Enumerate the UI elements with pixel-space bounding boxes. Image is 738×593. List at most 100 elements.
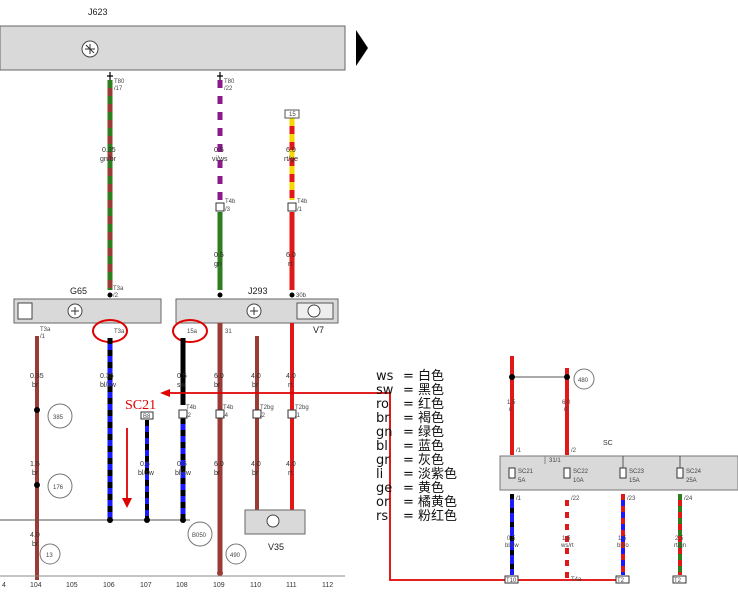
svg-text:0.35: 0.35: [100, 373, 114, 380]
svg-text:T4b: T4b: [225, 199, 236, 205]
svg-text:bl/sw: bl/sw: [175, 470, 192, 477]
svg-text:T4b: T4b: [297, 199, 308, 205]
svg-text:rt/gn: rt/gn: [674, 543, 686, 549]
svg-text:4.0: 4.0: [286, 461, 296, 468]
svg-text:109: 109: [213, 582, 225, 589]
svg-text:rt: rt: [509, 407, 513, 413]
svg-text:B8: B8: [143, 414, 151, 420]
svg-text:B050: B050: [192, 533, 207, 539]
svg-text:bl/sw: bl/sw: [505, 543, 519, 549]
box-b8: [140, 411, 154, 420]
connector-t4b-a: T4b /3: [215, 199, 236, 213]
ground-385: 385: [47, 403, 73, 429]
connector-t2bg-a: T2bg /2: [252, 405, 274, 419]
v35-module: V35: [244, 509, 306, 552]
svg-text:/2: /2: [186, 413, 192, 419]
j623-label: J623: [88, 7, 108, 17]
svg-text:橘黄色: 橘黄色: [418, 494, 457, 510]
svg-text:176: 176: [53, 485, 64, 491]
fuse-sc22: SC22 10A: [563, 467, 589, 484]
legend-item: ro: [376, 397, 389, 412]
svg-text:粉红色: 粉红色: [418, 508, 457, 524]
svg-text:/1: /1: [40, 334, 46, 340]
svg-text:sw: sw: [177, 382, 187, 389]
svg-text:110: 110: [250, 582, 261, 589]
ground-176: 176: [47, 473, 73, 499]
svg-text:T2: T2: [674, 578, 682, 584]
svg-text:gn: gn: [214, 261, 222, 268]
svg-text:=: =: [403, 467, 414, 482]
svg-text:淡紫色: 淡紫色: [418, 466, 457, 482]
svg-text:/2: /2: [571, 448, 577, 454]
svg-text:/17: /17: [114, 86, 123, 92]
svg-text:4.0: 4.0: [251, 373, 261, 380]
connector-t80-b: T80 /22: [217, 72, 235, 92]
j293-module: J293 V7 30b: [175, 286, 339, 335]
legend-item: gn: [376, 425, 393, 440]
legend-item: bl: [376, 439, 388, 454]
svg-text:4.0: 4.0: [251, 461, 261, 468]
svg-text:/22: /22: [224, 86, 233, 92]
connector-t4b-b: T4b /1: [287, 199, 308, 213]
color-legend: ws = 白色 sw = 黑色 ro = 红色 br = 褐色 gn = 绿色 …: [376, 368, 457, 524]
svg-text:/22: /22: [571, 496, 580, 502]
svg-text:br: br: [214, 382, 221, 389]
annotation-sc21: SC21: [125, 398, 156, 413]
svg-text:105: 105: [66, 582, 78, 589]
pin-t2-a: [615, 575, 630, 584]
svg-text:1.5: 1.5: [562, 536, 571, 542]
svg-text:br: br: [32, 541, 39, 548]
svg-text:V7: V7: [313, 325, 324, 335]
svg-text:rt: rt: [288, 261, 292, 268]
svg-text:T3a: T3a: [113, 286, 124, 292]
svg-text:111: 111: [286, 582, 297, 589]
svg-text:/1: /1: [297, 207, 303, 213]
svg-text:25A: 25A: [686, 478, 697, 484]
svg-text:5A: 5A: [518, 478, 525, 484]
box-15: 15: [284, 109, 300, 119]
svg-text:6.0: 6.0: [286, 252, 296, 259]
svg-text:T80: T80: [114, 79, 125, 85]
svg-text:10A: 10A: [573, 478, 584, 484]
svg-text:/3: /3: [225, 207, 231, 213]
svg-text:480: 480: [578, 378, 589, 384]
svg-text:白色: 白色: [418, 368, 444, 384]
svg-text:vi/ws: vi/ws: [212, 156, 228, 163]
svg-text:=: =: [403, 439, 414, 454]
svg-text:T4b: T4b: [186, 405, 197, 411]
svg-text:2.5: 2.5: [675, 536, 684, 542]
connector-t80-a: T80 /17: [107, 72, 125, 92]
svg-text:6.0: 6.0: [214, 461, 224, 468]
svg-text:=: =: [403, 397, 414, 412]
connector-t4b-c: T4b /2: [178, 405, 197, 419]
svg-text:V35: V35: [268, 542, 284, 552]
svg-text:T2bg: T2bg: [260, 405, 274, 411]
svg-text:T10: T10: [506, 578, 517, 584]
ground-490: 490: [225, 543, 247, 565]
svg-text:rt: rt: [288, 470, 292, 477]
legend-item: sw: [376, 383, 394, 398]
highlight-circle-15a: [172, 319, 208, 343]
svg-text:0.5: 0.5: [214, 252, 224, 259]
svg-text:rt/ge: rt/ge: [284, 156, 298, 163]
svg-text:/1: /1: [295, 413, 301, 419]
svg-text:0.5: 0.5: [177, 461, 187, 468]
svg-text:4: 4: [2, 582, 6, 589]
svg-text:108: 108: [176, 582, 188, 589]
legend-item: or: [376, 495, 390, 510]
svg-text:T3a: T3a: [40, 327, 51, 333]
svg-text:T4a: T4a: [571, 577, 582, 583]
g65-module: G65 T3a /2: [13, 286, 162, 324]
svg-text:T3a: T3a: [114, 329, 125, 335]
svg-text:bl/sw: bl/sw: [100, 382, 117, 389]
svg-text:/24: /24: [684, 496, 693, 502]
ground-13: 13: [39, 543, 61, 565]
svg-text:黄色: 黄色: [418, 480, 444, 496]
legend-item: ws: [376, 369, 394, 384]
svg-text:6.0: 6.0: [214, 373, 224, 380]
svg-text:T4b: T4b: [223, 405, 234, 411]
svg-text:/2: /2: [260, 413, 266, 419]
legend-item: li: [376, 467, 383, 482]
svg-text:/1: /1: [516, 448, 522, 454]
